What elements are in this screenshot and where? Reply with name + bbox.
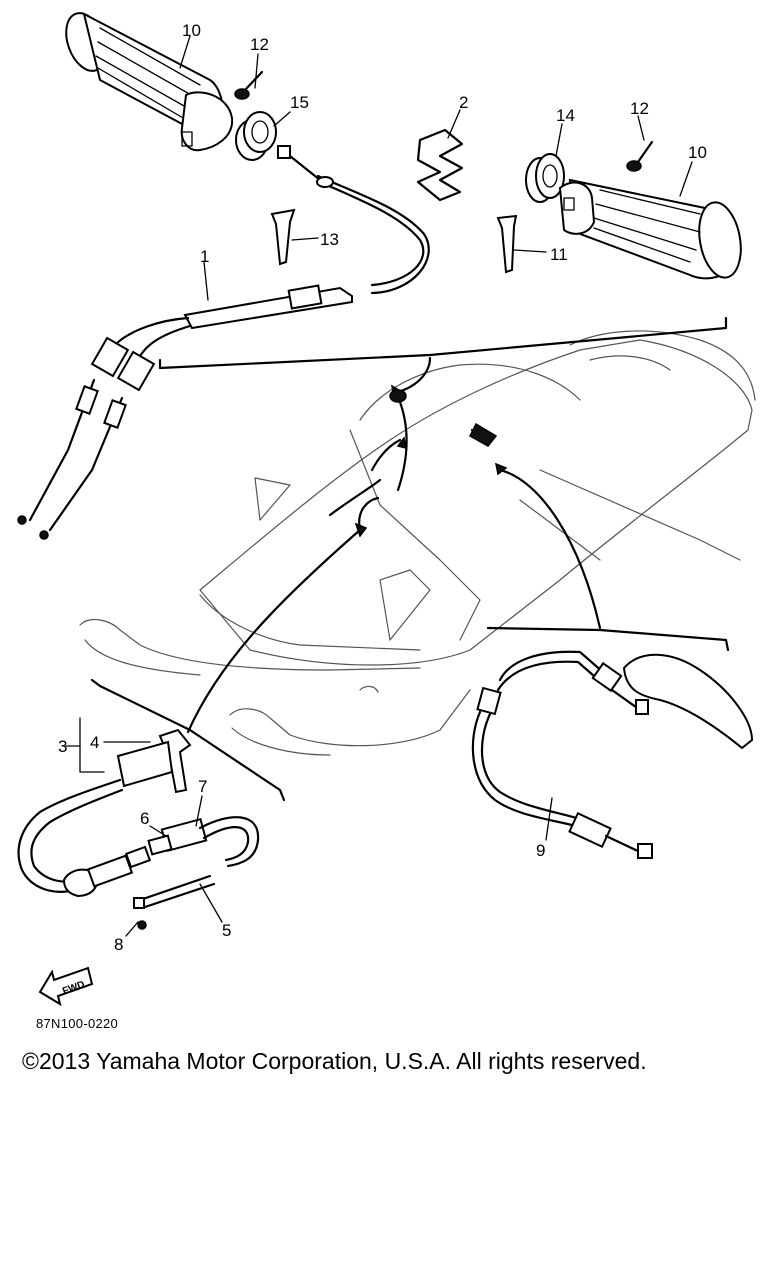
- upper-frame-line: [158, 316, 728, 370]
- callout-2: 2: [459, 93, 468, 112]
- right-grip: [558, 178, 742, 280]
- callout-5: 5: [222, 921, 231, 940]
- callout-4: 4: [90, 733, 99, 752]
- callout-leaders: [65, 35, 693, 937]
- callout-15: 15: [290, 93, 309, 112]
- collar-15: [235, 111, 277, 161]
- throttle-cable-1: [17, 145, 430, 540]
- callout-8: 8: [114, 935, 123, 954]
- callout-6: 6: [140, 809, 149, 828]
- copyright-notice: ©2013 Yamaha Motor Corporation, U.S.A. A…: [22, 1048, 647, 1074]
- fwd-arrow-icon: FWD: [38, 966, 94, 1007]
- upper-leader-arrow: [396, 356, 432, 394]
- lower-left-leader-arrow: [186, 528, 362, 734]
- collar-14: [525, 153, 565, 203]
- callout-3: 3: [58, 737, 67, 756]
- lower-left-frame-line: [90, 678, 286, 802]
- callout-10-right: 10: [688, 143, 707, 162]
- brake-cable-9: [471, 650, 754, 859]
- parts-diagram: 10 12 15 2 14 12 10 13 11 1 3 4 7 6 5 8 …: [17, 12, 756, 1007]
- bolt-13: [270, 208, 296, 266]
- callout-12-left: 12: [250, 35, 269, 54]
- callout-12-right: 12: [630, 99, 649, 118]
- snowmobile-outline: [79, 330, 756, 756]
- callout-11: 11: [550, 245, 568, 264]
- left-bolt-12: [234, 70, 264, 100]
- callout-1: 1: [200, 247, 209, 266]
- right-bolt-12: [626, 140, 654, 172]
- callout-9: 9: [536, 841, 545, 860]
- callout-13: 13: [320, 230, 339, 249]
- callout-14: 14: [556, 106, 575, 125]
- lower-right-frame-line: [486, 626, 730, 652]
- callout-10-left: 10: [182, 21, 201, 40]
- center-cable-parts: [328, 389, 602, 630]
- bracket-2: [416, 128, 464, 202]
- callout-7: 7: [198, 777, 207, 796]
- left-grip: [65, 12, 234, 152]
- diagram-part-number: 87N100-0220: [36, 1016, 119, 1031]
- bolt-11: [496, 214, 518, 274]
- throttle-lever-assembly: [17, 728, 192, 898]
- cable-junction-parts: [133, 816, 260, 930]
